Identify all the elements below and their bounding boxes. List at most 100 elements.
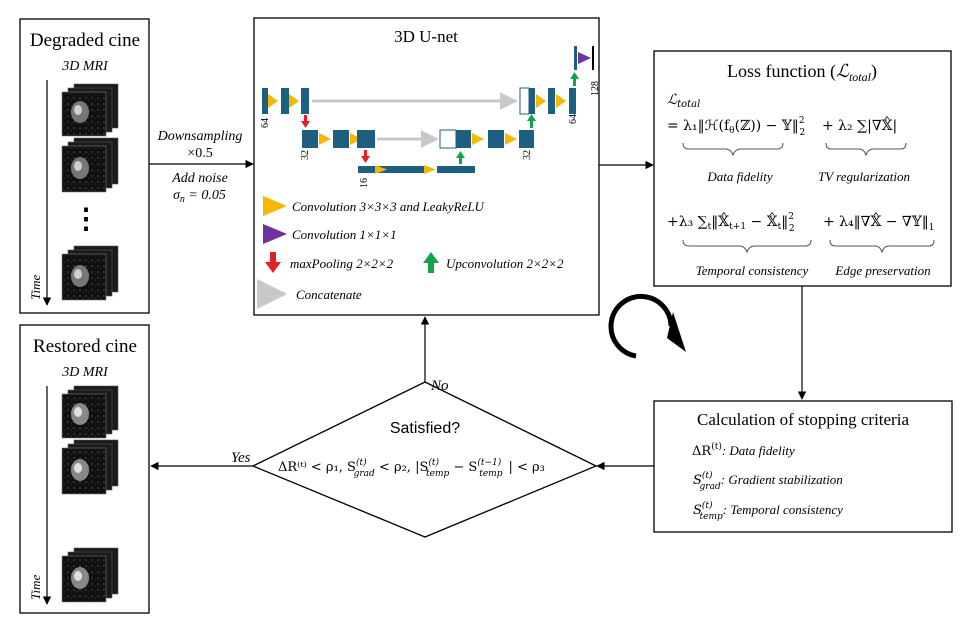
brace-tv <box>825 142 907 157</box>
unet-block-out-a <box>574 46 577 70</box>
unet-up-2-head <box>527 114 536 121</box>
restored-mri-label: 3D MRI <box>61 365 109 380</box>
unet-conv-e2a <box>319 133 331 145</box>
unet-channel-64-right: 64 <box>568 114 579 124</box>
unet-block-d2-concat <box>439 129 457 149</box>
unet-channel-16: 16 <box>359 178 370 188</box>
unet-pool-2-head <box>361 156 370 163</box>
downsampling-label: Downsampling <box>157 129 243 144</box>
unet-up-3-head <box>570 72 579 79</box>
unet-up-2-stem <box>530 120 533 128</box>
unet-block-d2b <box>488 130 504 148</box>
brace-edge <box>829 239 935 254</box>
unet-conv-d1a <box>536 94 546 108</box>
unet-channel-64-left: 64 <box>260 118 271 128</box>
unet-block-e1c <box>301 88 309 114</box>
unet-block-d2a <box>456 130 471 148</box>
legend-up-icon-stem <box>428 262 434 273</box>
degraded-ellipsis: ⋮ <box>72 204 100 235</box>
criterion-data-fidelity: ΔR(t): Data fidelity <box>692 441 795 459</box>
unet-block-d1c <box>569 88 576 114</box>
restored-mri-stack-1 <box>61 385 119 439</box>
decision-shape <box>251 381 598 538</box>
unet-pool-1-head <box>301 121 310 128</box>
unet-panel: 3D U-net 64 32 16 <box>253 17 601 316</box>
restored-cine-panel: Restored cine 3D MRI Time <box>19 324 150 614</box>
unet-conv-e2b <box>350 133 362 145</box>
brace-fidelity <box>682 142 784 157</box>
degraded-time-label: Time <box>28 274 43 300</box>
stopping-title: Calculation of stopping criteria <box>697 410 909 429</box>
unet-block-b2 <box>390 166 424 173</box>
unet-conv1-out <box>578 52 591 64</box>
unet-channel-32-left: 32 <box>300 150 311 160</box>
legend-conv1-icon <box>263 224 287 244</box>
unet-block-b1 <box>358 166 390 173</box>
label-temporal-consistency: Temporal consistency <box>696 263 809 278</box>
unet-up-1-stem <box>459 157 462 164</box>
add-noise-label: Add noise <box>171 171 228 186</box>
unet-channel-128: 128 <box>590 81 601 96</box>
unet-title: 3D U-net <box>394 27 458 46</box>
unet-block-b3 <box>437 166 475 173</box>
legend-pool-icon-stem <box>270 252 276 264</box>
unet-conv-d2a <box>472 133 484 145</box>
cycle-arrowhead <box>667 312 686 352</box>
decision-diamond: Satisfied? ΔR⁽ᵗ⁾ < ρ₁, S(t)grad < ρ₂, |S… <box>251 381 598 538</box>
unet-conv-b2 <box>424 165 436 174</box>
label-tv-regularization: TV regularization <box>818 169 910 184</box>
legend-pool-label: maxPooling 2×2×2 <box>290 256 394 271</box>
unet-conv-d2b <box>505 133 517 145</box>
unet-block-d1a <box>529 88 535 114</box>
decision-condition: ΔR⁽ᵗ⁾ < ρ₁, S(t)grad < ρ₂, |S(t)temp − S… <box>278 457 545 479</box>
cycle-arc <box>608 293 674 359</box>
legend-conv-label: Convolution 3×3×3 and LeakyReLU <box>292 199 486 214</box>
loss-eq-tv: + λ₂ ∑|∇𝕏̂| <box>822 115 897 134</box>
restored-mri-stack-3 <box>61 547 119 603</box>
degraded-mri-stack-1 <box>61 83 119 137</box>
unet-block-e2b <box>333 130 349 148</box>
loss-eq-edge: + λ₄‖∇𝕏̂ − ∇𝕐‖1 <box>823 211 934 233</box>
unet-conv-e1a <box>268 94 278 108</box>
unet-block-e2c <box>357 130 375 148</box>
legend-conv-icon <box>263 196 287 216</box>
legend-up-icon <box>423 252 439 263</box>
unet-block-e1b <box>281 88 289 114</box>
unet-conv-e1b <box>289 94 299 108</box>
legend-conv1-label: Convolution 1×1×1 <box>292 227 397 242</box>
loss-box <box>653 50 952 287</box>
degraded-mri-label: 3D MRI <box>61 59 109 74</box>
criterion-temporal-consistency: S(t)temp: Temporal consistency <box>693 500 843 522</box>
unet-block-d1-concat <box>519 87 530 115</box>
stopping-box <box>653 400 953 533</box>
brace-temporal <box>682 239 812 254</box>
unet-block-e1a <box>262 88 268 114</box>
restored-mri-stack-2 <box>61 439 119 495</box>
stopping-panel: Calculation of stopping criteria ΔR(t): … <box>653 400 953 533</box>
loss-panel: Loss function (ℒtotal) ℒtotal = λ₁‖ℋ(fθ(… <box>653 50 952 287</box>
degraded-cine-panel: Degraded cine 3D MRI Time ⋮ <box>19 18 150 314</box>
unet-block-e2a <box>302 130 318 148</box>
unet-conv-d1b <box>556 94 566 108</box>
label-no: No <box>430 378 449 394</box>
noise-sigma-value: σn = 0.05 <box>173 188 226 205</box>
iteration-cycle-icon <box>608 293 686 359</box>
unet-block-d1b <box>548 88 555 114</box>
legend-up-label: Upconvolution 2×2×2 <box>446 256 564 271</box>
unet-channel-32-right: 32 <box>522 150 533 160</box>
unet-up-3-stem <box>573 78 576 86</box>
decision-title: Satisfied? <box>390 420 460 437</box>
unet-pool-2-stem <box>364 150 367 156</box>
label-yes: Yes <box>231 450 251 466</box>
legend-pool-icon <box>265 262 281 273</box>
legend-concat-label: Concatenate <box>296 287 362 302</box>
degraded-cine-title: Degraded cine <box>30 30 140 51</box>
restored-cine-title: Restored cine <box>33 336 137 357</box>
downsampling-factor: ×0.5 <box>187 146 212 161</box>
unet-conv-b1 <box>375 165 387 174</box>
label-data-fidelity: Data fidelity <box>706 169 773 184</box>
unet-pool-1-stem <box>304 115 307 121</box>
